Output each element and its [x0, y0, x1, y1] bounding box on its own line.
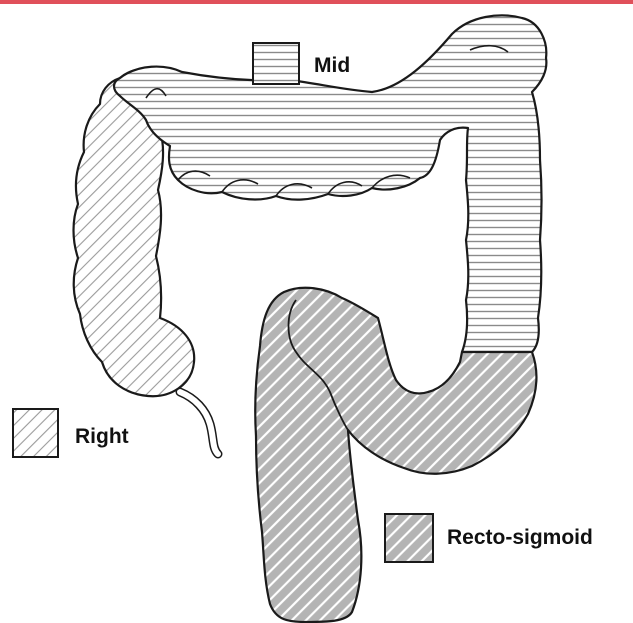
legend-swatch-mid — [253, 43, 299, 84]
legend-label-mid: Mid — [314, 55, 350, 76]
legend-swatch-right — [13, 409, 58, 457]
legend-label-right: Right — [75, 426, 129, 447]
legend-swatch-recto-sigmoid — [385, 514, 433, 562]
legend-label-recto-sigmoid: Recto-sigmoid — [447, 527, 593, 548]
